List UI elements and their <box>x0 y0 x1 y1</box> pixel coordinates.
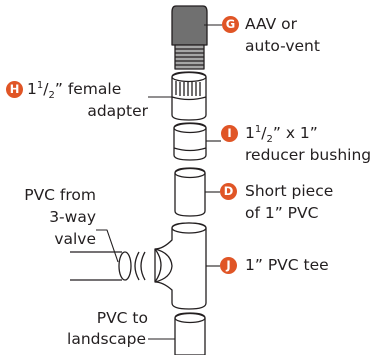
callout-h-badge: H <box>6 81 23 98</box>
tee-fitting-part <box>154 222 207 310</box>
callout-i-post: ” x 1” <box>272 124 318 142</box>
callout-d-badge: D <box>220 183 237 200</box>
valve-label-line1: PVC from <box>24 186 96 204</box>
callout-g-line1: AAV or <box>245 15 298 33</box>
inlet-pipe-part <box>70 251 146 281</box>
callout-h-sup: 1 <box>36 79 44 91</box>
callout-h-pre: 1 <box>27 80 37 98</box>
callout-i-sub: 2 <box>266 134 273 146</box>
valve-label-line3: valve <box>54 230 96 248</box>
callout-i-sup: 1 <box>254 123 262 135</box>
callout-d-line1: Short piece <box>245 182 334 200</box>
callout-h-line2: adapter <box>87 102 148 120</box>
short-pipe-part <box>174 167 206 217</box>
callout-h-slash: / <box>43 80 49 98</box>
callout-g-line2: auto-vent <box>245 37 320 55</box>
callout-j-badge: J <box>220 257 237 274</box>
outlet-pipe-part <box>174 312 206 355</box>
callout-i-line1: 11/2” x 1” <box>245 123 318 146</box>
callout-h-post: ” female <box>54 80 122 98</box>
auto-vent-part <box>171 5 208 70</box>
leader-valve <box>96 229 119 263</box>
callout-i-badge: I <box>221 125 238 142</box>
landscape-label-line2: landscape <box>67 330 146 348</box>
landscape-label-line1: PVC to <box>96 309 148 327</box>
callout-j-line1: 1” PVC tee <box>245 256 329 274</box>
callout-d-line2: of 1” PVC <box>245 204 319 222</box>
callout-i-slash: / <box>261 124 267 142</box>
callout-g-badge: G <box>222 16 239 33</box>
valve-label-line2: 3-way <box>49 208 96 226</box>
callout-h-sub: 2 <box>48 90 55 102</box>
callout-h-line1: 11/2” female <box>27 79 122 102</box>
reducer-bushing-part <box>173 122 207 161</box>
female-adapter-part <box>171 71 207 121</box>
callout-i-pre: 1 <box>245 124 255 142</box>
callout-i-line2: reducer bushing <box>245 146 372 164</box>
